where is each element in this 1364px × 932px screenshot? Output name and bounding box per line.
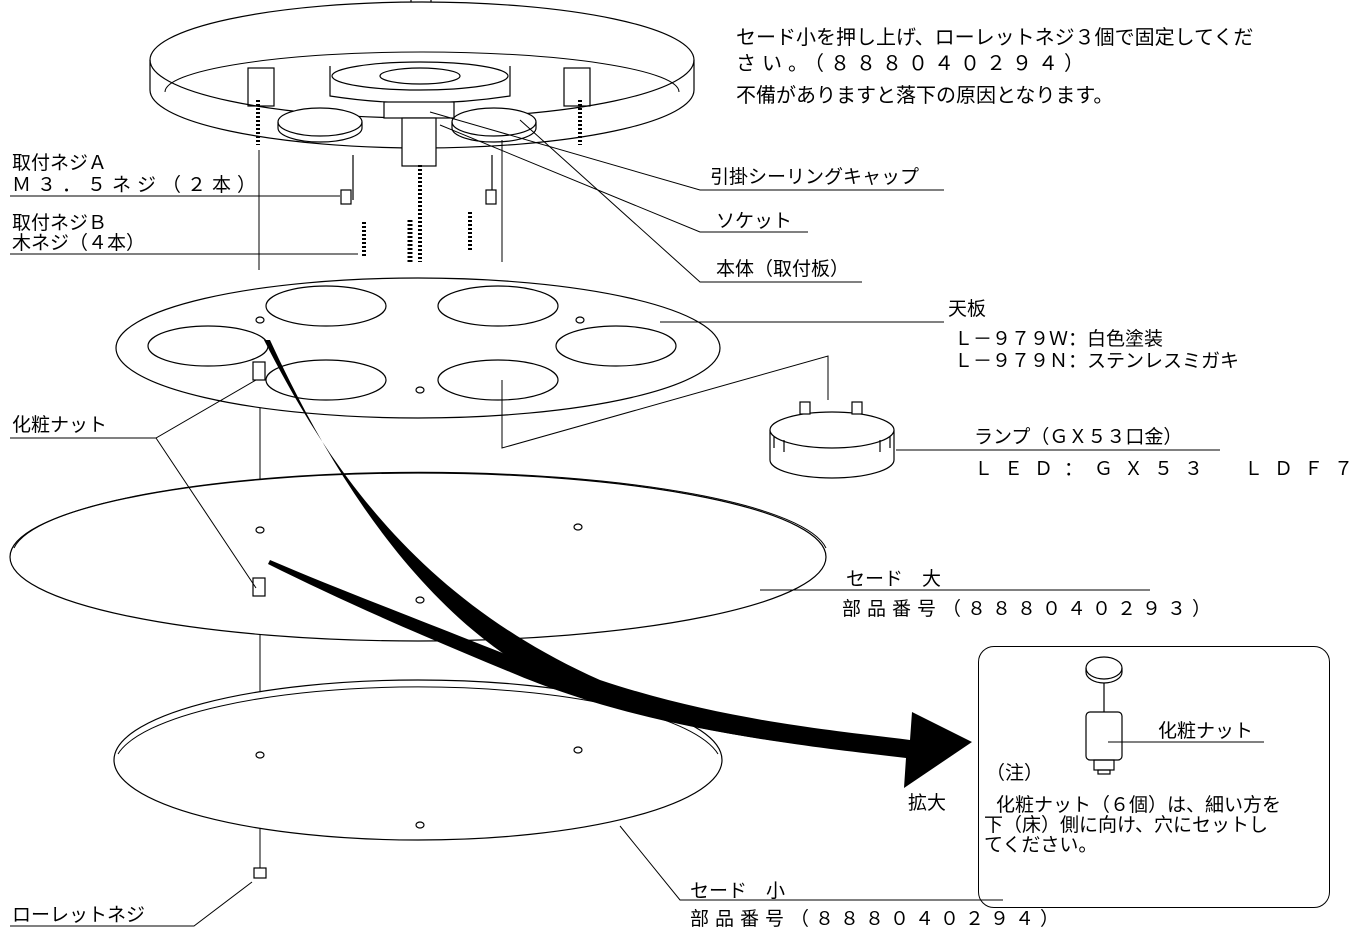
lamp-spec-label: ＬＥＤ：ＧＸ５３ ＬＤＦ７ [974, 458, 1364, 480]
screw-b-spec: 木ネジ（４本） [12, 232, 146, 254]
shade-small-label: セード 小 [690, 880, 786, 902]
shade-large-part: 部品番号（８８８０４０２９３） [842, 598, 1218, 620]
enlarge-label: 拡大 [908, 792, 947, 814]
screw-a-spec: Ｍ３．５ネジ（２本） [12, 174, 263, 196]
top-note-line1: セード小を押し上げ、ローレットネジ３個で固定してくだ [736, 25, 1254, 49]
top-plate-label: 天板 [948, 298, 987, 320]
top-plate-n-label: Ｌ－９７９Ｎ：ステンレスミガキ [954, 350, 1240, 372]
detail-note-title: （注） [986, 762, 1044, 784]
decor-nut-label: 化粧ナット [12, 414, 108, 436]
screw-b-title: 取付ネジＢ [12, 212, 108, 234]
shade-large-label: セード 大 [846, 568, 942, 590]
top-note-line2: さい。（８８８０４０２９４） [736, 51, 1090, 75]
shade-small [113, 679, 723, 879]
leader-lines [10, 111, 1264, 927]
detail-note-line3: てください。 [984, 834, 1098, 856]
detail-note-line2: 下（床）側に向け、穴にセットし [984, 814, 1269, 836]
socket-label: ソケット [716, 210, 793, 232]
shade-small-part: 部品番号（８８８０４０２９４） [690, 908, 1066, 930]
lamp-gx53 [769, 401, 895, 479]
enlarge-arrow [264, 340, 972, 788]
top-plate [115, 277, 721, 419]
top-plate-w-label: Ｌ－９７９Ｗ：白色塗装 [954, 328, 1164, 350]
ceiling-cap-label: 引掛シーリングキャップ [710, 166, 920, 188]
top-note-line3: 不備がありますと落下の原因となります。 [736, 83, 1114, 107]
shade-large [9, 471, 827, 642]
detail-nut [1085, 656, 1123, 775]
body-label: 本体（取付板） [716, 258, 850, 280]
mounting-screws [340, 155, 497, 262]
detail-nut-label: 化粧ナット [1158, 720, 1254, 742]
exploded-diagram [9, 0, 1264, 927]
detail-note-line1: 化粧ナット（６個）は、細い方を [996, 794, 1282, 816]
lamp-label: ランプ（ＧＸ５３口金） [974, 426, 1183, 448]
screw-a-title: 取付ネジＡ [12, 152, 108, 174]
knurl-screw-label: ローレットネジ [12, 904, 146, 926]
main-body [149, 1, 695, 167]
detail-callout-box [978, 646, 1330, 908]
